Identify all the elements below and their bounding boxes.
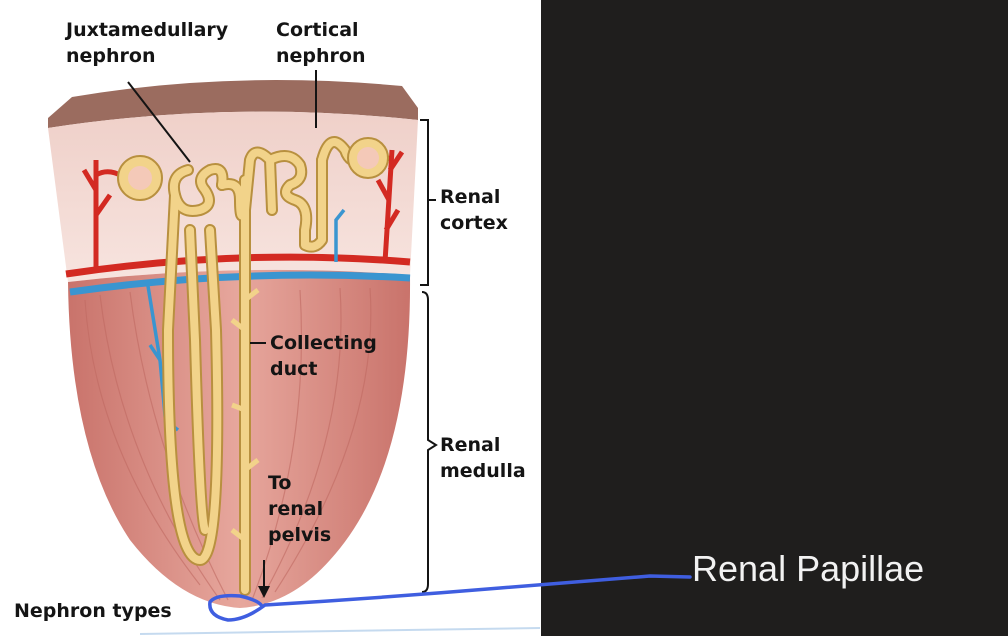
cortical-nephron-label: Cortical nephron	[276, 19, 366, 67]
nephron-diagram	[48, 70, 541, 635]
bottom-accent	[139, 627, 541, 635]
renal-papillae-label: Renal Papillae	[692, 548, 925, 589]
collecting-duct-label: Collecting duct	[270, 332, 377, 380]
collecting-duct-branches	[230, 288, 260, 542]
to-renal-pelvis-label: To renal pelvis	[268, 472, 332, 546]
kidney-figure: Juxtamedullary nephron Cortical nephron …	[0, 0, 541, 636]
glomeruli	[117, 137, 389, 201]
nephron-types-caption: Nephron types	[14, 600, 172, 622]
arcuate-artery	[65, 253, 411, 278]
nephron-tubules	[162, 136, 368, 596]
juxtamedullary-nephron-label: Juxtamedullary nephron	[66, 19, 229, 67]
dark-panel	[541, 0, 1008, 636]
renal-medulla-label: Renal medulla	[440, 434, 526, 482]
renal-cortex-label: Renal cortex	[440, 186, 508, 234]
renal-capsule	[48, 80, 418, 128]
